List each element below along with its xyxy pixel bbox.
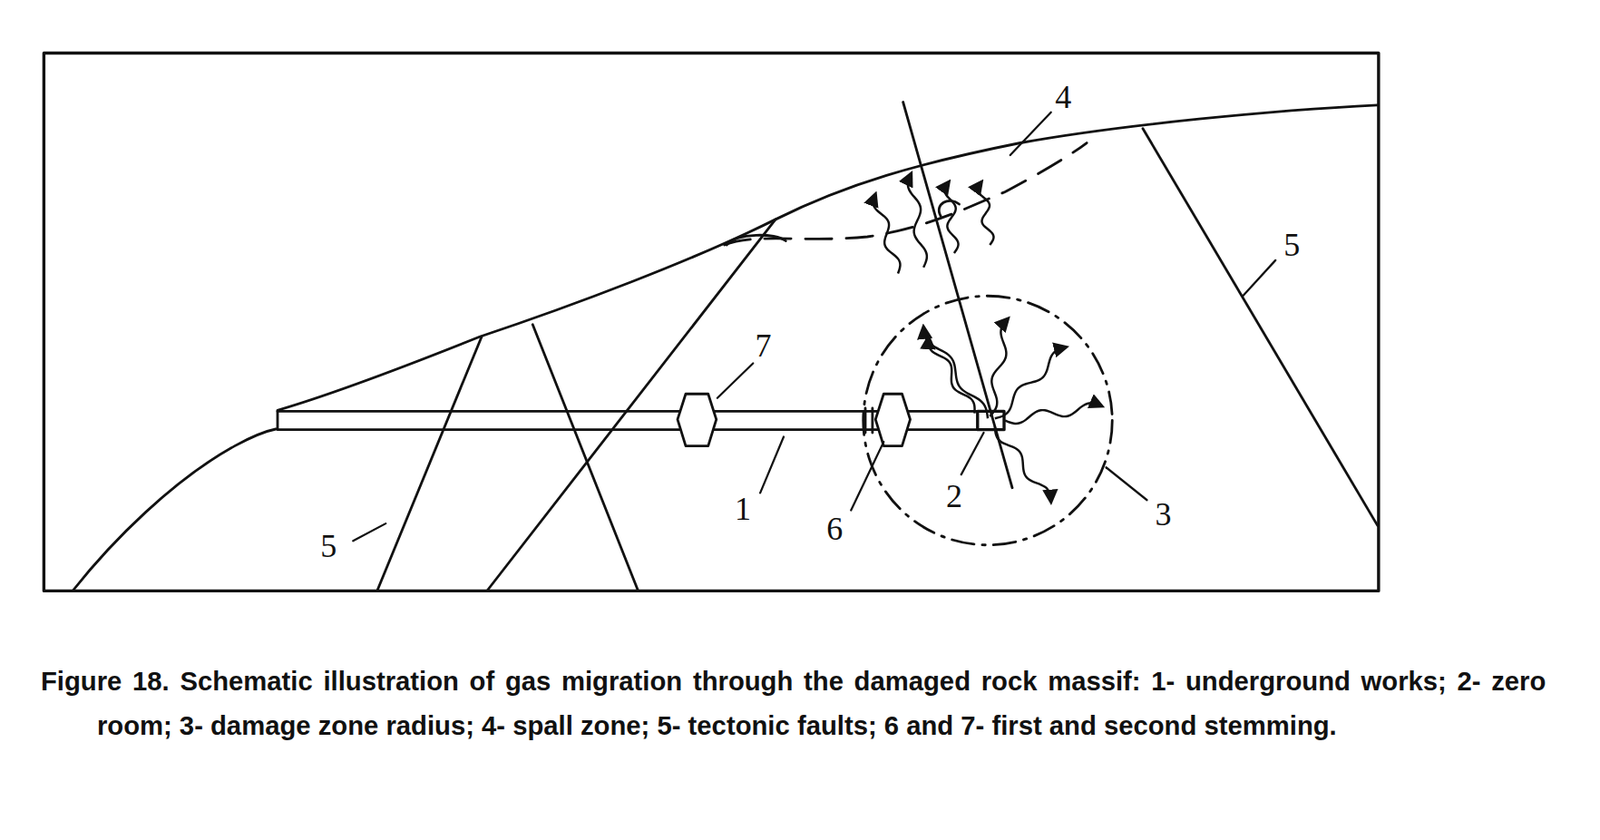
tectonic-fault (377, 336, 482, 590)
gas-migration-arrows (873, 173, 1103, 502)
leader-line (1106, 467, 1148, 500)
stemming-edge (865, 408, 873, 433)
tectonic-fault (1142, 128, 1378, 527)
tectonic-fault (532, 324, 638, 591)
gas-arrow (989, 318, 1008, 417)
gas-arrow (945, 181, 959, 254)
gas-arrow (907, 173, 927, 268)
callout-number: 1 (734, 491, 752, 525)
gas-arrow (977, 181, 995, 245)
callout-number: 7 (755, 328, 772, 361)
spall-loop (726, 234, 786, 245)
gas-arrow (1004, 402, 1103, 424)
stemming (677, 393, 717, 446)
leader-line (961, 432, 985, 475)
leader-line (1242, 260, 1276, 296)
leader-line (760, 437, 784, 494)
ground-surface (73, 105, 1378, 590)
callout-number: 5 (320, 529, 337, 563)
gas-arrow (928, 336, 976, 413)
gas-arrow (923, 326, 988, 419)
figure-caption: Figure 18. Schematic illustration of gas… (40, 658, 1546, 749)
gas-arrow (995, 347, 1067, 420)
callout-number: 5 (1283, 228, 1300, 262)
stemming (875, 393, 910, 446)
callout-number: 3 (1155, 497, 1172, 531)
leader-line (850, 441, 884, 510)
leader-line (717, 363, 753, 399)
leader-line (1010, 112, 1052, 156)
leader-line (352, 523, 386, 541)
gas-arrow (873, 194, 901, 274)
callout-number: 6 (826, 512, 843, 546)
callout-number: 4 (1054, 80, 1072, 114)
callout-number: 2 (946, 479, 963, 513)
spall-zone (724, 143, 1087, 246)
tectonic-fault (487, 219, 776, 590)
frame (43, 53, 1379, 592)
damage-zone (863, 295, 1113, 546)
gas-arrow (995, 426, 1052, 502)
